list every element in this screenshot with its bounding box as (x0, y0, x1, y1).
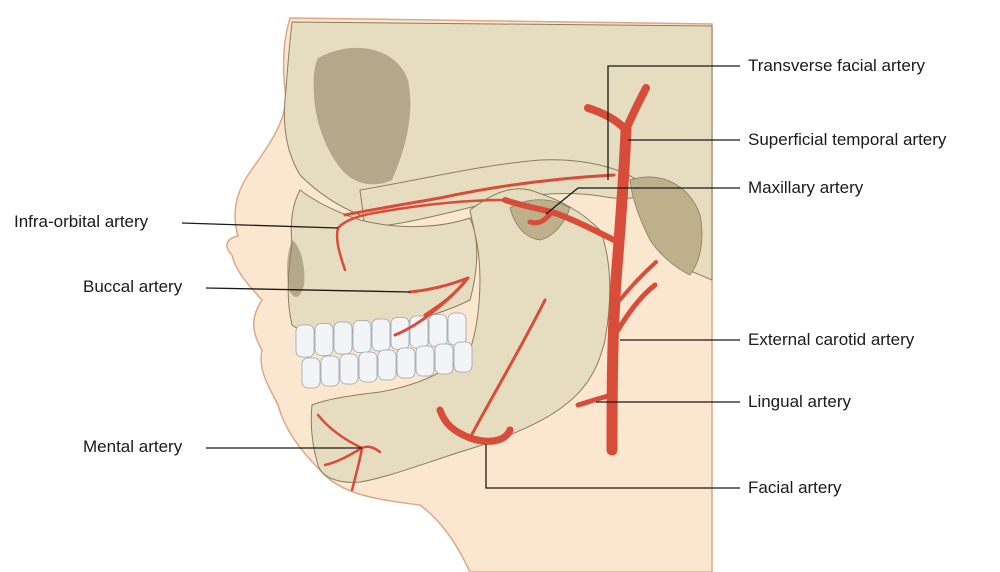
leader-facial (485, 444, 740, 489)
tooth (358, 351, 378, 383)
tooth (295, 324, 315, 358)
external-carotid-trunk (606, 124, 632, 456)
tooth (428, 314, 448, 347)
tooth (447, 312, 467, 346)
label-mental-artery: Mental artery (83, 437, 183, 456)
leader-lines (181, 65, 740, 489)
leader-maxillary (545, 187, 740, 215)
teeth (295, 312, 473, 389)
tooth (339, 353, 359, 385)
tooth (301, 357, 321, 389)
tooth (371, 318, 391, 352)
arteries (316, 84, 658, 492)
transverse-facial-vessel (343, 173, 616, 217)
leader-buccal (205, 287, 411, 293)
maxillary-loop (527, 209, 555, 226)
buccal-vessel (393, 276, 470, 337)
tooth (320, 355, 340, 387)
label-external-carotid-artery: External carotid artery (748, 330, 915, 349)
tooth (333, 321, 353, 355)
orbit (313, 47, 411, 185)
leader-transverse-facial (607, 65, 740, 180)
tooth (434, 343, 454, 375)
label-facial-artery: Facial artery (748, 478, 842, 497)
label-transverse-facial-artery: Transverse facial artery (748, 56, 925, 75)
posterior-branch-1 (615, 282, 658, 333)
leader-infra-orbital (181, 222, 339, 229)
nasal-aperture (287, 240, 305, 297)
tooth (415, 345, 435, 377)
label-superficial-temporal-artery: Superficial temporal artery (748, 130, 947, 149)
mental-vessel (316, 413, 382, 492)
facial-vessel-continuation (468, 298, 547, 440)
label-maxillary-artery: Maxillary artery (748, 178, 864, 197)
posterior-branch-2 (618, 260, 658, 302)
tooth (453, 341, 473, 373)
label-buccal-artery: Buccal artery (83, 277, 183, 296)
label-lingual-artery: Lingual artery (748, 392, 852, 411)
tooth (314, 323, 334, 356)
infra-orbital-vessel (335, 198, 507, 272)
label-infra-orbital-artery: Infra-orbital artery (14, 212, 149, 231)
mastoid-region (629, 176, 703, 276)
tooth (396, 347, 416, 379)
lingual-vessel (575, 392, 615, 408)
tooth (377, 349, 397, 381)
tooth (352, 320, 372, 353)
